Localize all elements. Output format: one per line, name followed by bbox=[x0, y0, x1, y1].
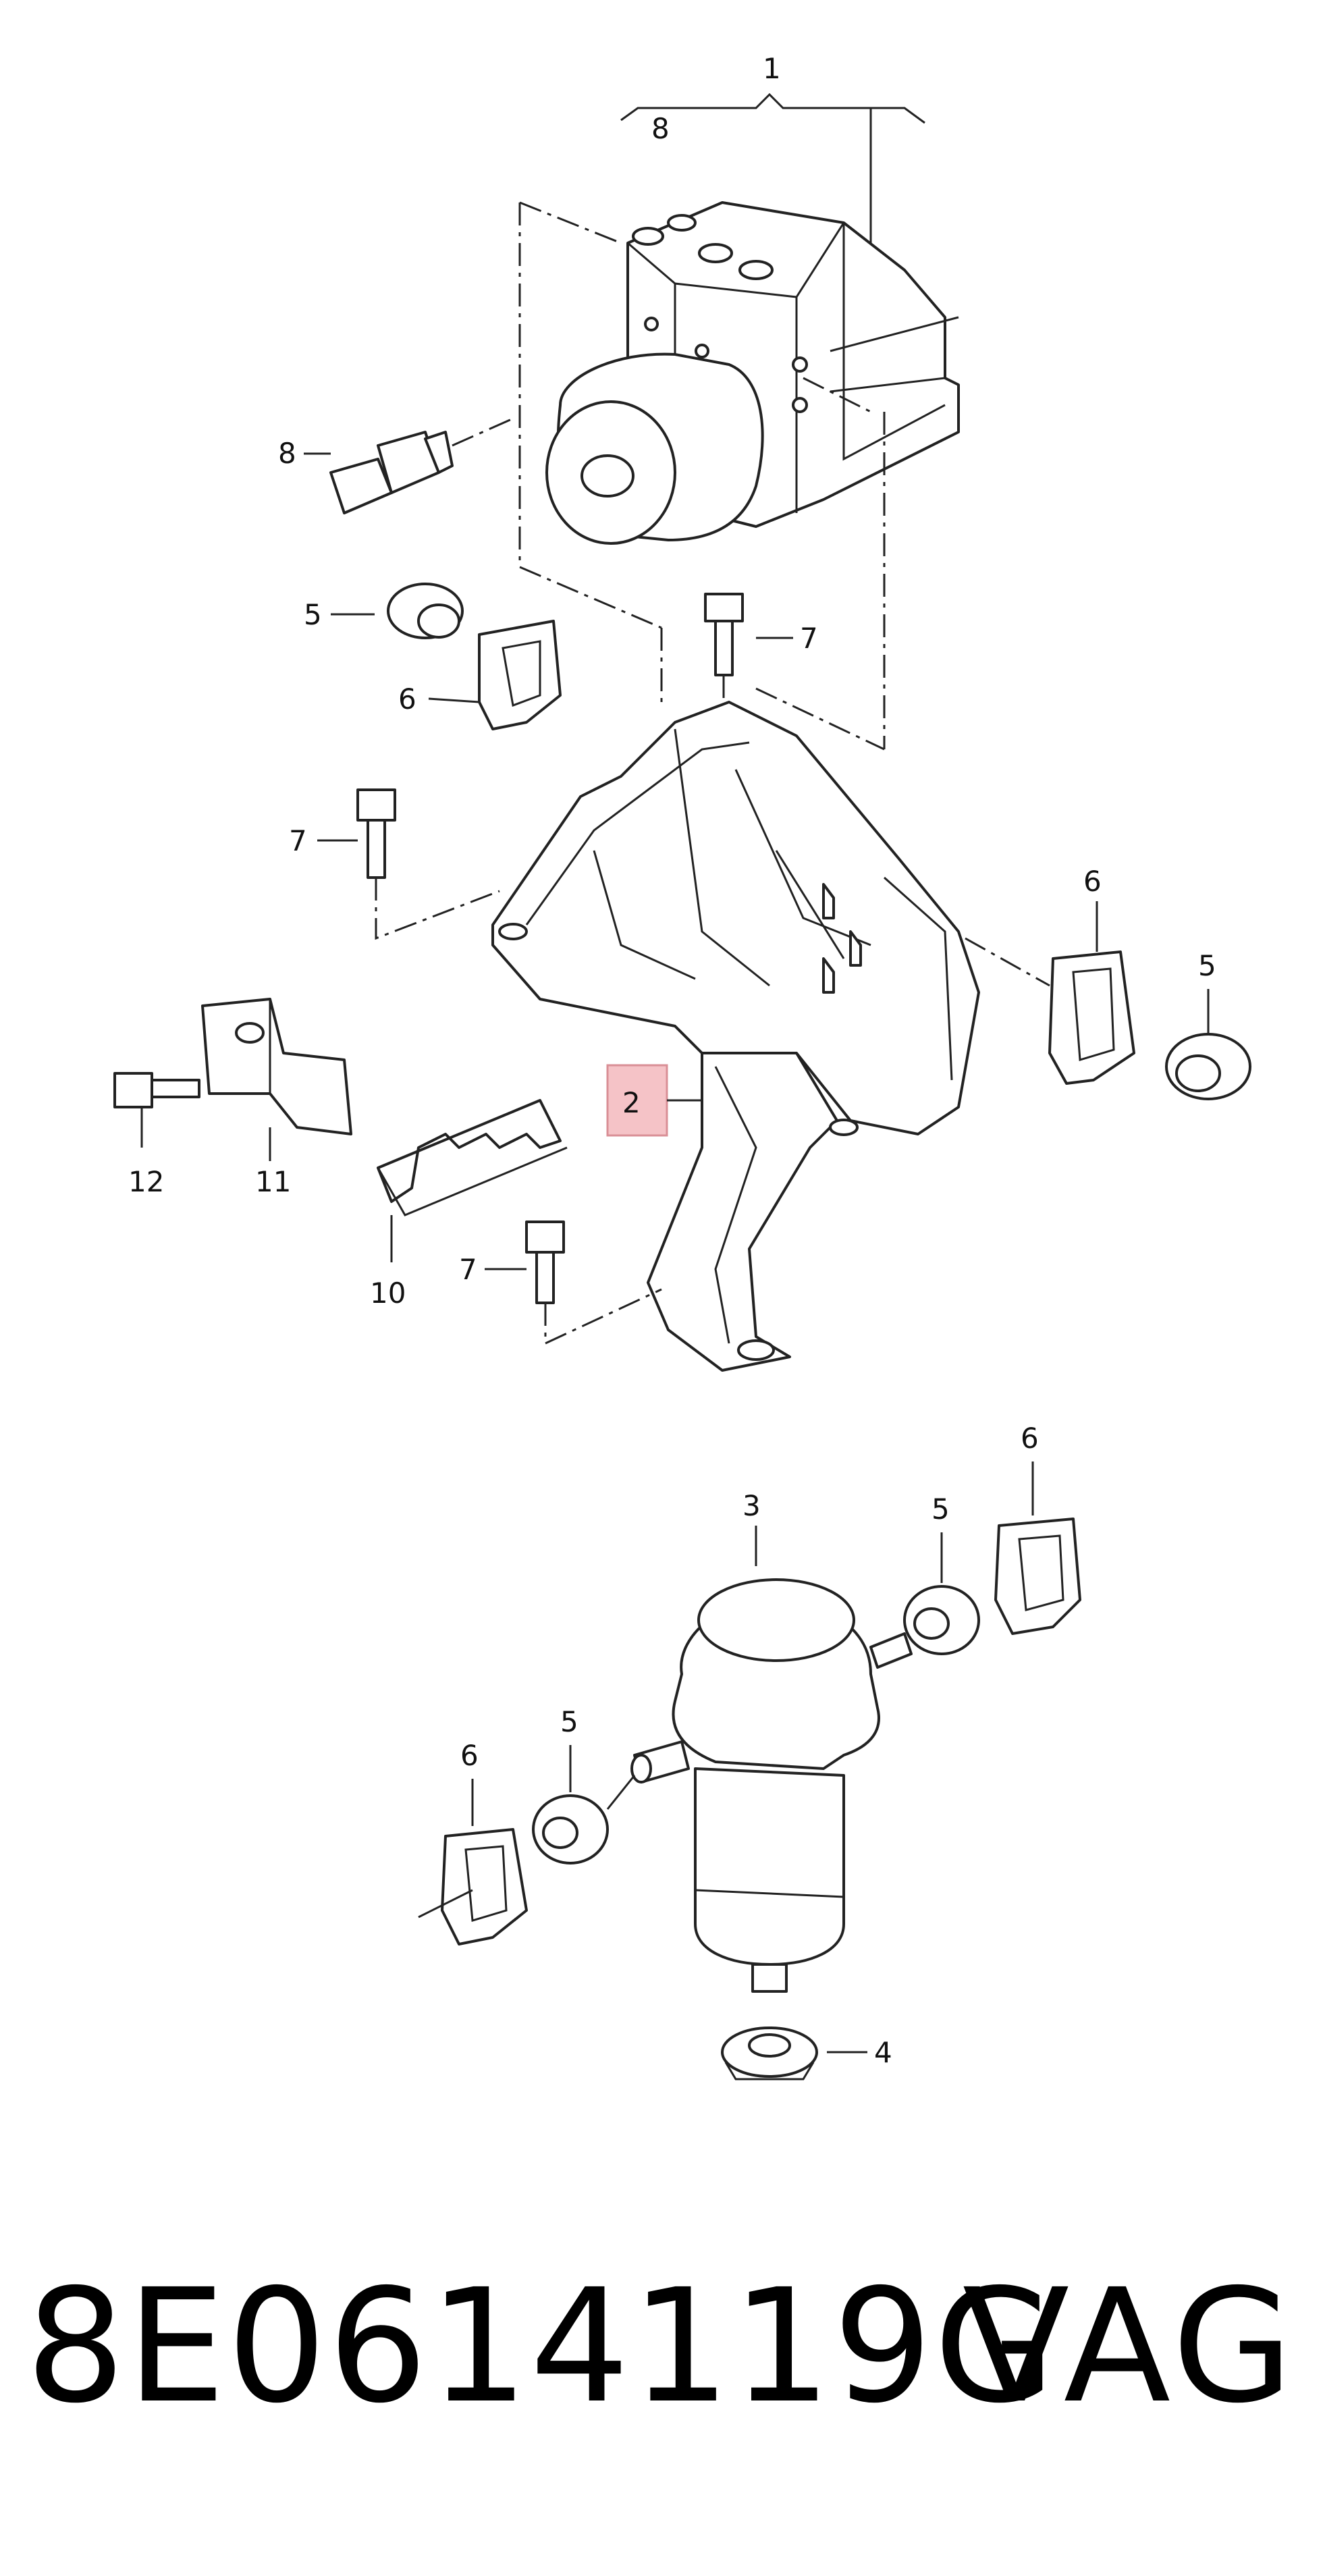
callout-5-right: 5 bbox=[1198, 949, 1216, 982]
callout-6-right: 6 bbox=[1083, 865, 1102, 898]
callout-6-pump: 6 bbox=[1021, 1422, 1039, 1455]
callout-6-upper: 6 bbox=[398, 682, 416, 716]
parts-diagram: 1 8 8 bbox=[113, 52, 1251, 2081]
bolt-lower bbox=[525, 1220, 565, 1304]
clip-pump-right bbox=[994, 1518, 1081, 1635]
callout-4: 4 bbox=[874, 2036, 892, 2069]
callout-7-upper: 7 bbox=[800, 622, 818, 655]
bolt-upper bbox=[704, 593, 744, 676]
callout-6-left-pump: 6 bbox=[460, 1739, 479, 1772]
part-number: 8E0614119G bbox=[26, 2255, 1057, 2438]
callout-2-highlight bbox=[606, 1064, 668, 1137]
grommet-right bbox=[1165, 1033, 1251, 1100]
pressure-sensor bbox=[329, 431, 454, 514]
vacuum-pump bbox=[630, 1578, 913, 1993]
grommet-pump-right bbox=[903, 1585, 980, 1655]
clip-right bbox=[1048, 950, 1135, 1085]
bolt-12 bbox=[113, 1072, 200, 1108]
clip-pump-left bbox=[441, 1828, 528, 1946]
callout-2: 2 bbox=[622, 1086, 641, 1119]
clip-upper bbox=[478, 620, 562, 730]
grommet-pump-left bbox=[532, 1794, 609, 1864]
callout-12: 12 bbox=[128, 1165, 164, 1198]
callout-3: 3 bbox=[742, 1489, 761, 1522]
callout-5-upper: 5 bbox=[304, 598, 322, 631]
callout-8-sensor: 8 bbox=[278, 437, 296, 470]
callout-1-bracket bbox=[620, 92, 925, 257]
brand-name: VAG bbox=[962, 2255, 1297, 2438]
bolt-left bbox=[356, 788, 396, 879]
line-holder-10 bbox=[377, 1099, 568, 1216]
callout-5-pump: 5 bbox=[932, 1493, 950, 1526]
bracket-11 bbox=[201, 998, 352, 1135]
callout-10: 10 bbox=[370, 1277, 406, 1310]
callout-1: 1 bbox=[763, 52, 781, 85]
main-bracket bbox=[491, 701, 980, 1372]
callout-11: 11 bbox=[255, 1165, 291, 1198]
abs-hydraulic-unit bbox=[545, 201, 960, 545]
damper-4 bbox=[721, 2027, 818, 2081]
callout-8-top: 8 bbox=[651, 112, 670, 145]
callout-7-lower: 7 bbox=[459, 1253, 477, 1286]
callout-5-left-pump: 5 bbox=[560, 1705, 578, 1738]
grommet-upper bbox=[387, 583, 464, 639]
callout-7-left: 7 bbox=[289, 824, 307, 857]
